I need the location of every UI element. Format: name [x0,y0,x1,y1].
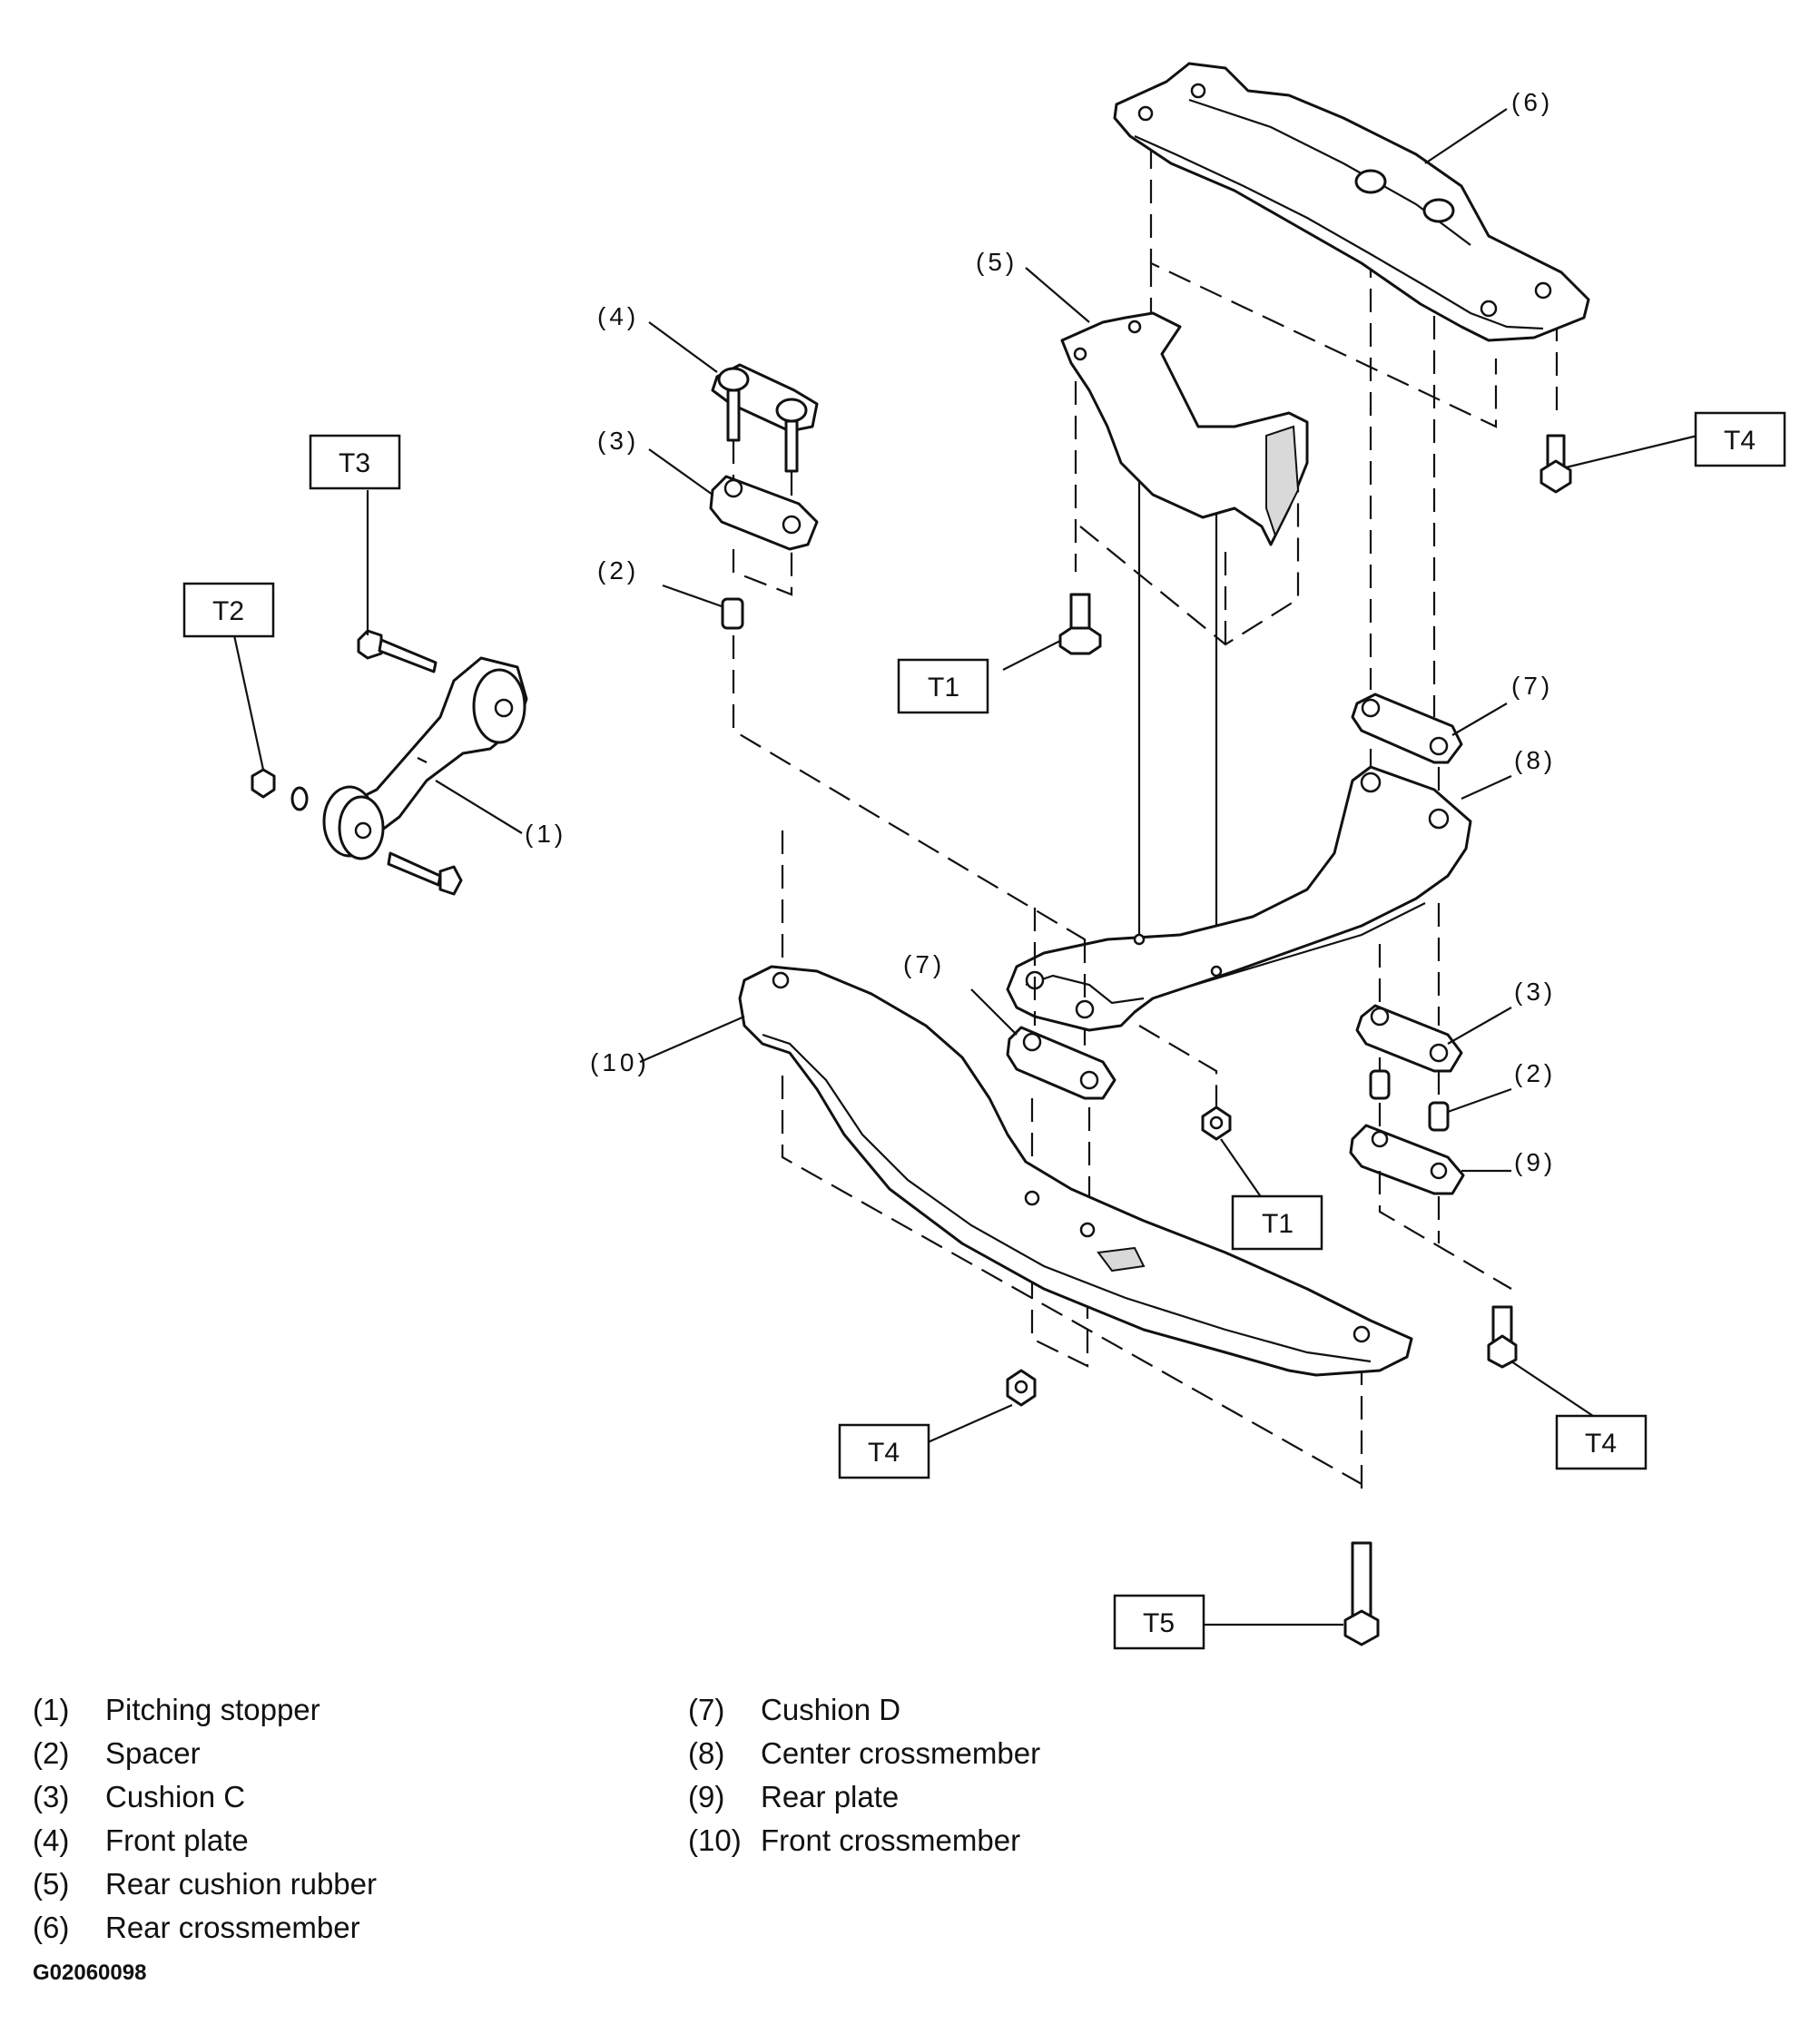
bolt-t3 [357,490,438,673]
svg-text:T5: T5 [1143,1608,1175,1638]
legend-num: (9) [688,1780,725,1813]
legend-left: (1) Pitching stopper (2) Spacer (3) Cushion… [33,1688,377,1950]
callout-9: (9) [1514,1148,1556,1176]
legend-item: (4) Front plate [33,1819,377,1862]
torque-box-t5: T5 [1113,1594,1205,1650]
svg-text:T2: T2 [212,596,244,626]
legend-num: (8) [688,1736,725,1770]
legend-num: (7) [688,1693,725,1726]
legend-label: Front plate [105,1823,249,1857]
legend-right: (7) Cushion D (8) Center crossmember (9) Re… [688,1688,1040,1862]
legend-num: (3) [33,1780,70,1813]
torque-box-t4-right: T4 [1555,1414,1648,1470]
callout-6: (6) [1511,88,1553,116]
legend-label: Front crossmember [761,1823,1021,1857]
legend-num: (2) [33,1736,70,1770]
rear-plate [1349,1124,1512,1290]
bolt-t5 [1203,1541,1380,1646]
nut-t4-lower-left [925,1369,1037,1445]
pitching-stopper [232,490,528,896]
legend-item: (1) Pitching stopper [33,1688,377,1732]
torque-box-t4-top: T4 [1694,411,1786,467]
front-crossmember [738,830,1413,1489]
cushion-d-lower [1006,1026,1116,1225]
legend-num: (4) [33,1823,70,1857]
svg-text:T1: T1 [928,673,959,703]
legend-item: (7) Cushion D [688,1688,1040,1732]
cushion-c-left [709,475,819,596]
torque-box-t3: T3 [309,434,401,490]
torque-box-t4-left: T4 [838,1423,930,1479]
rear-cushion-rubber [1060,311,1309,962]
legend-label: Center crossmember [761,1736,1041,1770]
legend-num: (1) [33,1693,70,1726]
center-crossmember [1006,765,1472,1116]
svg-text:T3: T3 [339,448,370,478]
legend-item: (10) Front crossmember [688,1819,1040,1862]
legend-label: Rear crossmember [105,1911,360,1944]
svg-text:T4: T4 [1724,426,1756,456]
nut-t2 [232,634,309,811]
svg-text:T1: T1 [1262,1209,1294,1239]
callout-4: (4) [597,302,639,330]
torque-box-t2: T2 [182,582,275,638]
torque-box-t1-lower: T1 [1231,1194,1323,1251]
legend-item: (6) Rear crossmember [33,1906,377,1950]
legend-item: (2) Spacer [33,1732,377,1775]
legend-num: (10) [688,1823,742,1857]
legend-item: (5) Rear cushion rubber [33,1862,377,1906]
rear-crossmember [1113,62,1590,717]
nut-t1-lower [1201,1106,1263,1199]
callout-10: (10) [590,1048,650,1076]
legend-num: (5) [33,1867,70,1901]
legend-label: Cushion C [105,1780,246,1813]
callout-2-right: (2) [1514,1059,1556,1087]
bolt-t4-right [1487,1305,1594,1417]
legend-item: (9) Rear plate [688,1775,1040,1819]
bolt-t4-top-right [1539,434,1698,494]
legend-label: Rear plate [761,1780,900,1813]
torque-box-t1-upper: T1 [897,658,989,714]
legend-item: (3) Cushion C [33,1775,377,1819]
svg-text:T4: T4 [868,1438,900,1468]
legend-label: Cushion D [761,1693,901,1726]
callout-1: (1) [525,820,566,848]
legend-label: Spacer [105,1736,201,1770]
cushion-d-upper [1351,693,1463,799]
bolt-lower [387,851,463,896]
callout-3-left: (3) [597,427,639,455]
callout-3-right: (3) [1514,978,1556,1006]
legend-label: Rear cushion rubber [105,1867,377,1901]
legend-num: (6) [33,1911,70,1944]
legend-label: Pitching stopper [105,1693,320,1726]
callout-8: (8) [1514,746,1556,774]
callout-7-lower: (7) [903,950,945,978]
callout-5: (5) [976,248,1018,276]
bolt-t1-upper [1002,593,1102,671]
cushion-c-right [1355,1004,1463,1073]
spacer-right-1 [1369,1069,1391,1135]
spacer-left [721,597,1087,1098]
callout-7-upper: (7) [1511,672,1553,700]
legend-item: (8) Center crossmember [688,1732,1040,1775]
callout-2-left: (2) [597,556,639,585]
figure-code: G02060098 [33,1960,147,1985]
spacer-right-2 [1428,1071,1450,1132]
svg-text:T4: T4 [1585,1429,1617,1459]
exploded-diagram: (6) (5) (4) (3) (2) (1) (7) (8) (7) (3) … [182,62,1786,1650]
